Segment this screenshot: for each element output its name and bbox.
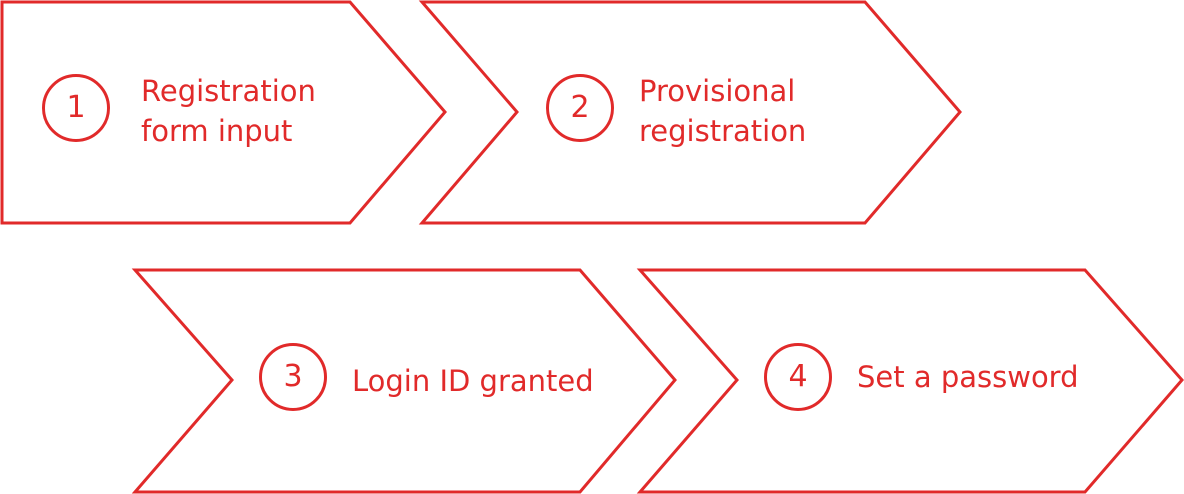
step-2-chevron [418, 0, 962, 225]
step-4-number: 4 [788, 359, 808, 394]
step-2-number-badge: 2 [546, 74, 614, 142]
step-2-number: 2 [570, 90, 590, 125]
step-3-number-badge: 3 [259, 343, 327, 411]
step-2-label: Provisional registration [639, 71, 806, 151]
step-1-number-badge: 1 [42, 74, 110, 142]
step-3-number: 3 [283, 359, 303, 394]
step-3-chevron [131, 268, 677, 494]
step-3-label: Login ID granted [352, 361, 594, 401]
step-1-label: Registration form input [141, 71, 316, 151]
step-2-label-line-2: registration [639, 114, 807, 148]
step-4-chevron [636, 268, 1184, 494]
step-4-label: Set a password [857, 357, 1079, 397]
step-1-label-line-1: Registration [141, 74, 316, 108]
step-3-label-line-1: Login ID granted [352, 364, 594, 398]
step-2-label-line-1: Provisional [639, 74, 796, 108]
step-1-label-line-2: form input [141, 114, 293, 148]
step-4-number-badge: 4 [764, 343, 832, 411]
step-1-number: 1 [66, 90, 86, 125]
step-4-label-line-1: Set a password [857, 360, 1079, 394]
step-1-chevron [0, 0, 447, 225]
